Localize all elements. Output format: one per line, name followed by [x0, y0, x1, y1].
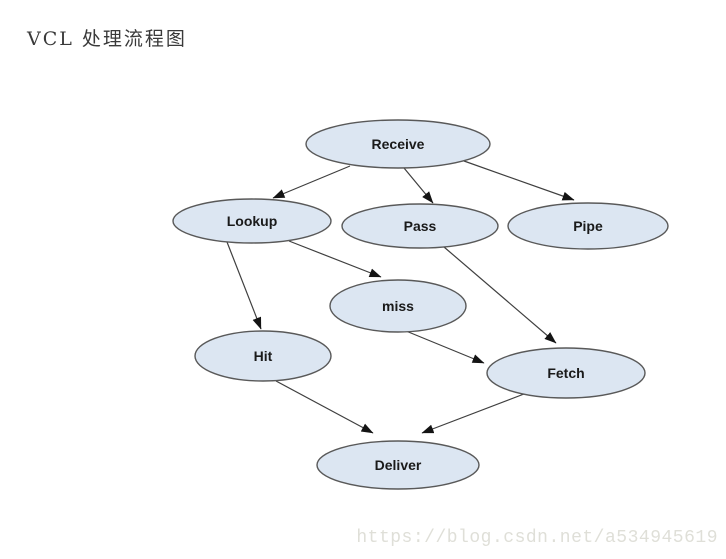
node-lookup: Lookup [172, 198, 332, 244]
node-miss-shape [329, 279, 467, 333]
node-miss-label: miss [382, 298, 414, 314]
node-fetch-label: Fetch [547, 365, 584, 381]
node-hit-shape [194, 330, 332, 382]
node-fetch-shape [486, 347, 646, 399]
node-pass: Pass [341, 203, 499, 249]
edge-receive-pass [403, 167, 434, 204]
node-pipe-label: Pipe [573, 218, 603, 234]
node-deliver-shape [316, 440, 480, 490]
node-pipe: Pipe [507, 202, 669, 250]
node-pipe-shape [507, 202, 669, 250]
edge-fetch-deliver [421, 393, 525, 434]
node-miss: miss [329, 279, 467, 333]
node-fetch: Fetch [486, 347, 646, 399]
node-deliver: Deliver [316, 440, 480, 490]
node-hit: Hit [194, 330, 332, 382]
node-lookup-shape [172, 198, 332, 244]
node-receive-shape [305, 119, 491, 169]
edge-lookup-hit [226, 241, 262, 330]
node-deliver-label: Deliver [375, 457, 422, 473]
watermark: https://blog.csdn.net/a534945619 [356, 528, 718, 548]
node-receive: Receive [305, 119, 491, 169]
edge-hit-deliver [275, 380, 374, 434]
edge-miss-fetch [405, 330, 485, 364]
node-hit-label: Hit [254, 348, 273, 364]
edges [226, 160, 575, 434]
node-pass-label: Pass [404, 218, 437, 234]
node-receive-label: Receive [372, 136, 425, 152]
edge-receive-pipe [463, 160, 575, 201]
node-lookup-label: Lookup [227, 213, 278, 229]
edge-receive-lookup [272, 165, 351, 199]
page-title: VCL 处理流程图 [27, 28, 187, 50]
node-pass-shape [341, 203, 499, 249]
edge-lookup-miss [288, 240, 382, 278]
edge-pass-fetch [443, 246, 557, 344]
